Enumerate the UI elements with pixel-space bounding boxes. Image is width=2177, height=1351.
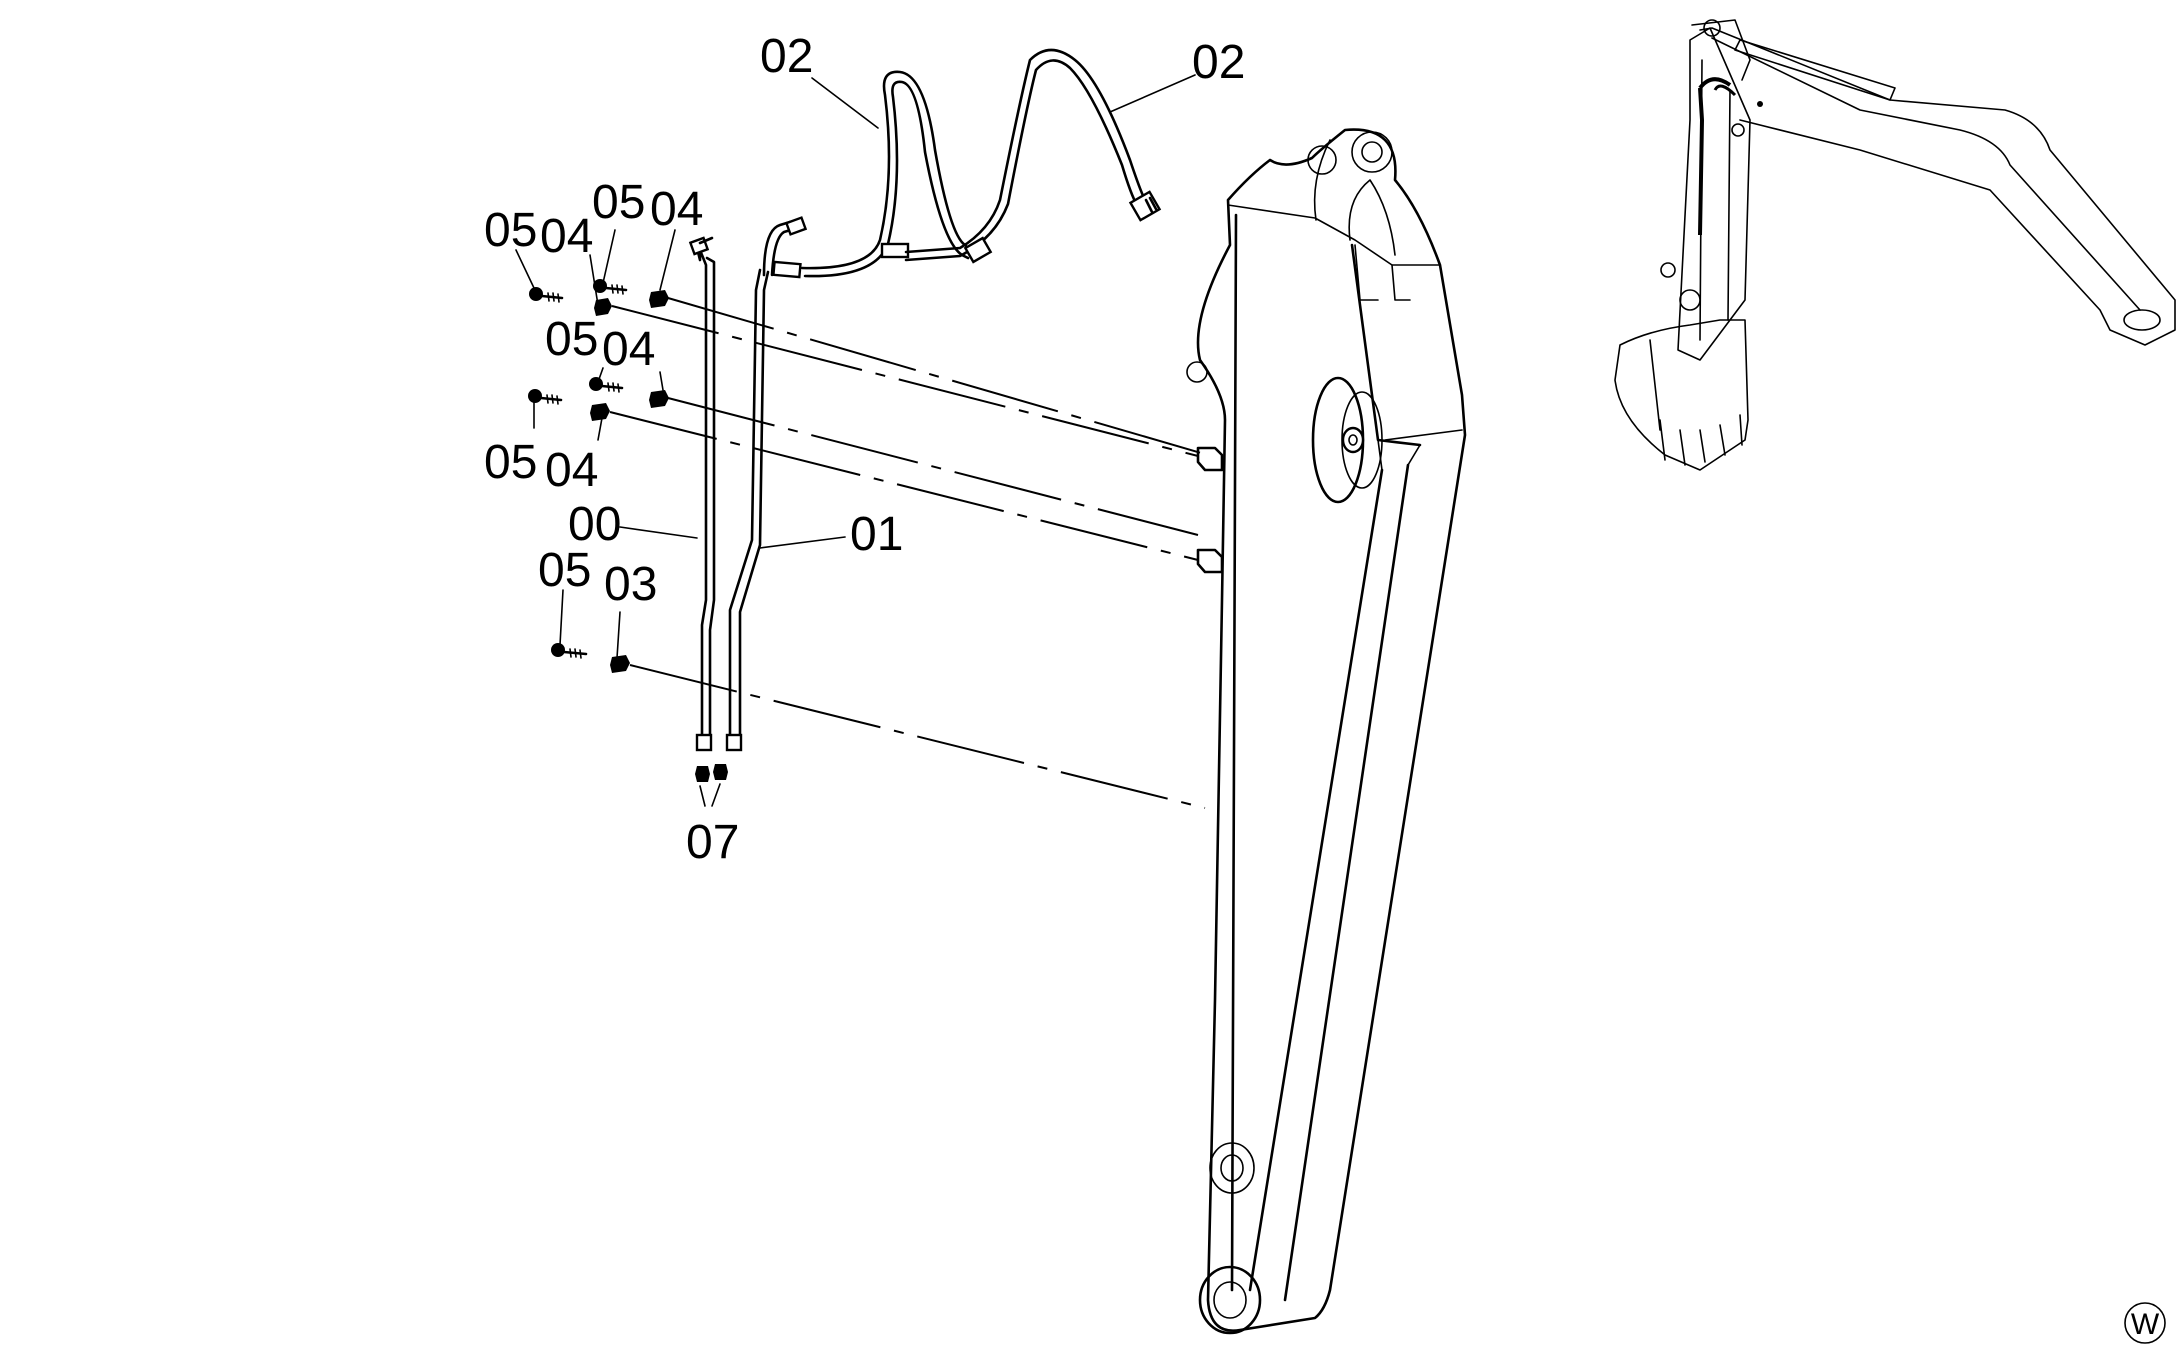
bolt-05-d	[528, 389, 563, 405]
label-pipe-00: 00	[568, 498, 621, 551]
label-clamp-04-a: 04	[540, 210, 593, 263]
label-plugs-07: 07	[686, 816, 739, 869]
label-bolt-05-b: 05	[592, 176, 645, 229]
label-clamp-04-b: 04	[650, 183, 703, 236]
label-hose-02-left: 02	[760, 30, 813, 83]
clamp-04-b	[649, 290, 669, 308]
corner-w-letter: W	[2131, 1308, 2160, 1341]
locator-thumbnail	[1614, 19, 2176, 471]
bolt-05-a	[529, 287, 564, 303]
fasteners	[528, 279, 669, 673]
label-bolt-05-c: 05	[545, 313, 598, 366]
boom-structure	[1186, 128, 1467, 1335]
bolt-05-e	[551, 643, 588, 659]
hoses	[772, 48, 1162, 279]
steel-pipes	[688, 216, 808, 752]
label-clamp-04-c: 04	[602, 323, 655, 376]
clamp-04-c	[649, 390, 669, 408]
bolt-05-b	[593, 279, 628, 295]
plugs	[695, 764, 728, 782]
label-bolt-05-e: 05	[538, 544, 591, 597]
label-hose-02-right: 02	[1192, 36, 1245, 89]
corner-w-symbol: W	[2124, 1302, 2166, 1344]
label-pipe-01: 01	[850, 508, 903, 561]
clamp-03	[610, 655, 630, 673]
callout-labels: 02 02 05 04 05 04 05 04 05 04 00 01 05 0…	[484, 30, 1245, 869]
label-clamp-04-d: 04	[545, 444, 598, 497]
clamp-04-d	[590, 403, 610, 421]
label-bolt-05-a: 05	[484, 204, 537, 257]
assembly-lines	[609, 297, 1209, 809]
clamp-04-a	[594, 298, 612, 316]
leader-lines	[515, 74, 1196, 807]
label-bolt-05-d: 05	[484, 436, 537, 489]
label-clamp-03: 03	[604, 558, 657, 611]
bolt-05-c	[589, 377, 624, 393]
